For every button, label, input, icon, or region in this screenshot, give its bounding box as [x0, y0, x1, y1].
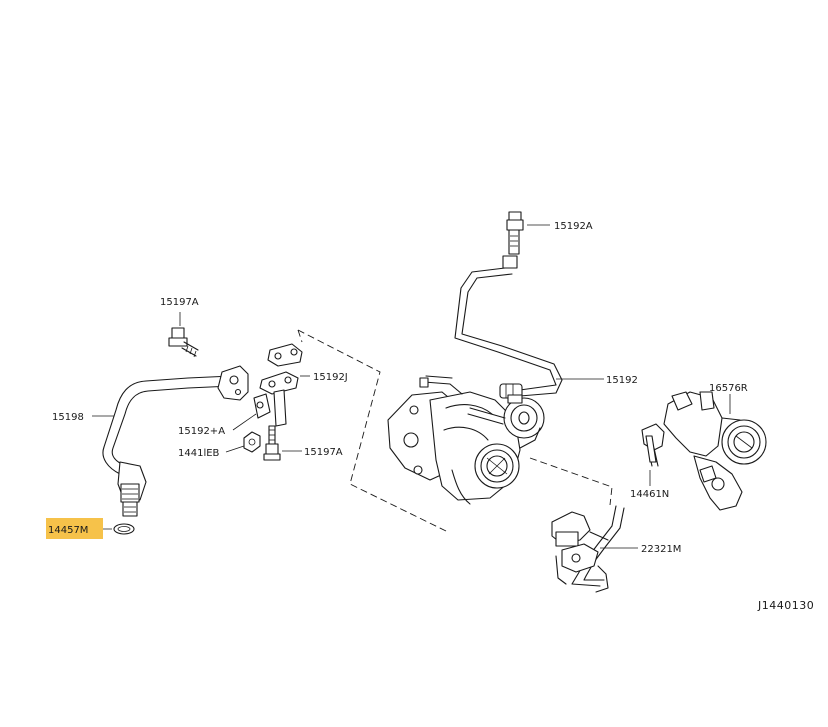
label-16576r[interactable]: 16576R — [709, 383, 748, 394]
label-15192a-top[interactable]: 15192A — [554, 221, 593, 232]
bracket-assembly — [243, 343, 303, 461]
label-14411eb[interactable]: 1441lEB — [178, 448, 220, 459]
label-22321m[interactable]: 22321M — [641, 544, 681, 555]
turbocharger — [387, 375, 545, 505]
valve-body — [641, 391, 767, 511]
highlight-box — [46, 518, 103, 539]
label-15197a-bottom[interactable]: 15197A — [304, 447, 343, 458]
oil-feed-pipe — [454, 211, 563, 399]
part-labels: 15192A 15197A 15192 16576R 15192J 15198 … — [48, 221, 748, 555]
label-15192j[interactable]: 15192J — [313, 372, 348, 383]
bolt-15197a-upper — [168, 327, 199, 358]
oil-return-tube — [102, 365, 249, 517]
label-14457m[interactable]: 14457M — [48, 525, 88, 536]
o-ring — [113, 523, 135, 535]
assembly-outline — [297, 329, 613, 533]
leader-lines — [92, 224, 731, 549]
label-15197a-top[interactable]: 15197A — [160, 297, 199, 308]
label-15198[interactable]: 15198 — [52, 412, 84, 423]
label-14461n[interactable]: 14461N — [630, 489, 669, 500]
diagram-reference-code: J1440130 — [757, 599, 814, 612]
hose-assembly — [551, 505, 625, 593]
label-15192-plus-a[interactable]: 15192+A — [178, 426, 225, 437]
label-15192[interactable]: 15192 — [606, 375, 638, 386]
